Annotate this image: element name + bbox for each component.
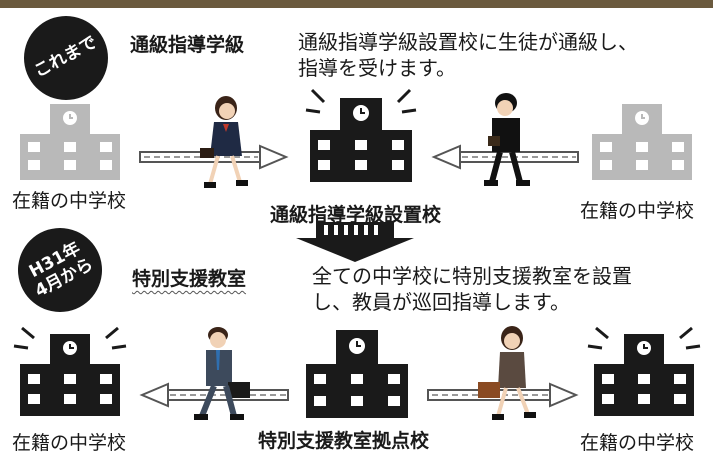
before-left-school-label: 在籍の中学校 [12, 190, 127, 212]
student-boy-icon [484, 93, 530, 186]
top-accent-bar [0, 0, 713, 8]
after-center-school-label: 特別支援教室拠点校 [258, 430, 430, 452]
after-right-school-label: 在籍の中学校 [580, 432, 695, 454]
after-left-school-label: 在籍の中学校 [12, 432, 127, 454]
before-description-line1: 通級指導学級設置校に生徒が通級し、 [298, 30, 638, 54]
student-girl-icon [200, 96, 248, 188]
teacher-woman-icon [478, 326, 536, 420]
arrow-icon [427, 382, 579, 408]
teacher-man-icon [194, 327, 250, 420]
down-arrow-icon [296, 222, 414, 262]
arrow-icon [431, 144, 579, 170]
before-right-school-label: 在籍の中学校 [580, 200, 695, 222]
school-building-icon [305, 88, 417, 182]
school-building-icon [587, 326, 701, 416]
after-description-line2: し、教員が巡回指導します。 [312, 290, 570, 314]
school-building-icon [20, 104, 120, 180]
school-building-icon [306, 330, 408, 418]
before-badge: これまで [9, 1, 123, 115]
before-center-school-label: 通級指導学級設置校 [270, 204, 442, 226]
school-building-icon [592, 104, 692, 180]
before-description-line2: 指導を受けます。 [298, 56, 456, 80]
after-description-line1: 全ての中学校に特別支援教室を設置 [312, 264, 632, 288]
school-building-icon [13, 326, 127, 416]
after-heading: 特別支援教室 [132, 268, 247, 290]
before-heading: 通級指導学級 [130, 34, 245, 56]
